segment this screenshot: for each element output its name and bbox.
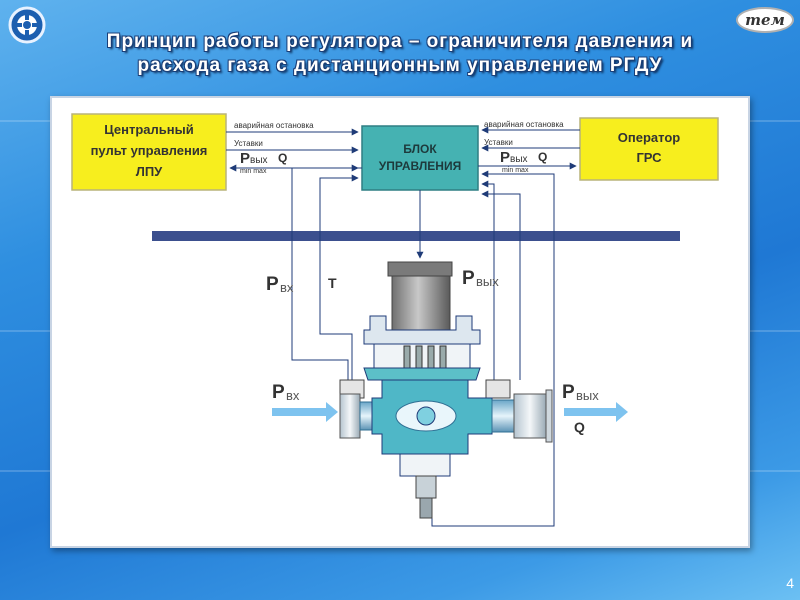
t-signal-label: Т: [328, 275, 337, 291]
left-box-line1: Центральный: [104, 122, 193, 137]
diagram-frame: Центральный пульт управления ЛПУ Операто…: [50, 96, 750, 548]
central-control-panel-box: Центральный пульт управления ЛПУ: [71, 113, 227, 191]
left-emergency-label: аварийная остановка: [234, 121, 314, 130]
company-logo-icon: [8, 6, 46, 44]
p-in-signal-sub: вх: [280, 280, 294, 295]
p-out-signal-line-2: [481, 180, 495, 390]
inlet-p-label: Р: [272, 382, 285, 403]
right-box-line1: Оператор: [618, 130, 681, 145]
separator-bar: [152, 231, 680, 241]
right-p-label: Р: [500, 149, 510, 166]
left-setpoints-label: Уставки: [234, 139, 263, 148]
left-p-label: Р: [240, 150, 250, 167]
right-box-line2: ГРС: [636, 150, 662, 165]
slide-title: Принцип работы регулятора – ограничителя…: [60, 30, 740, 78]
outlet-p-sub: вых: [576, 388, 599, 403]
left-p-sub-label: вых: [250, 155, 268, 166]
left-link-group: аварийная остановка Уставки Р вых Q min …: [226, 121, 362, 175]
outlet-p-label: Р: [562, 382, 575, 403]
left-q-label: Q: [278, 151, 287, 165]
regulator-diagram: Центральный пульт управления ЛПУ Операто…: [71, 113, 719, 527]
p-in-signal-label: Р: [266, 274, 279, 295]
left-box-line2: пульт управления: [91, 143, 208, 158]
right-minmax-label: min max: [502, 167, 529, 174]
right-setpoints-label: Уставки: [484, 138, 513, 147]
outlet-q-label: Q: [574, 419, 585, 435]
outlet-pipe: [491, 399, 515, 433]
signal-lines: [291, 164, 555, 527]
left-box-line3: ЛПУ: [136, 164, 163, 179]
inlet-p-sub: вх: [286, 388, 300, 403]
left-minmax-label: min max: [240, 168, 267, 175]
inlet-flange: [339, 393, 361, 439]
right-emergency-label: аварийная остановка: [484, 120, 564, 129]
company-logo-right: тем: [736, 7, 794, 33]
title-line-1: Принцип работы регулятора – ограничителя…: [106, 31, 694, 52]
logo-text: тем: [745, 11, 785, 29]
control-block-line1: БЛОК: [403, 142, 437, 156]
outlet-flange: [545, 389, 553, 443]
p-out-signal-line: [481, 190, 521, 380]
right-link-group: аварийная остановка Уставки Р вых Q min …: [478, 120, 580, 174]
p-in-signal-line: [291, 164, 359, 380]
outlet-flow-arrow: [564, 402, 628, 422]
outlet-body: [513, 393, 547, 439]
p-out-signal-sub: вых: [476, 274, 499, 289]
page-number: 4: [786, 575, 794, 591]
grs-operator-box: Оператор ГРС: [579, 117, 719, 181]
inlet-flow-arrow: [272, 402, 338, 422]
p-out-signal-label: Р: [462, 268, 475, 289]
title-line-2: расхода газа с дистанционным управлением…: [137, 55, 663, 76]
t-signal-line: [319, 174, 359, 380]
outlet-sensor-port: [485, 379, 511, 399]
regulator-device: [339, 261, 553, 519]
right-q-label: Q: [538, 150, 547, 164]
control-unit-block: БЛОК УПРАВЛЕНИЯ: [361, 125, 479, 191]
feedback-loop-line: [431, 170, 555, 527]
control-block-line2: УПРАВЛЕНИЯ: [379, 159, 461, 173]
right-p-sub-label: вых: [510, 154, 528, 165]
